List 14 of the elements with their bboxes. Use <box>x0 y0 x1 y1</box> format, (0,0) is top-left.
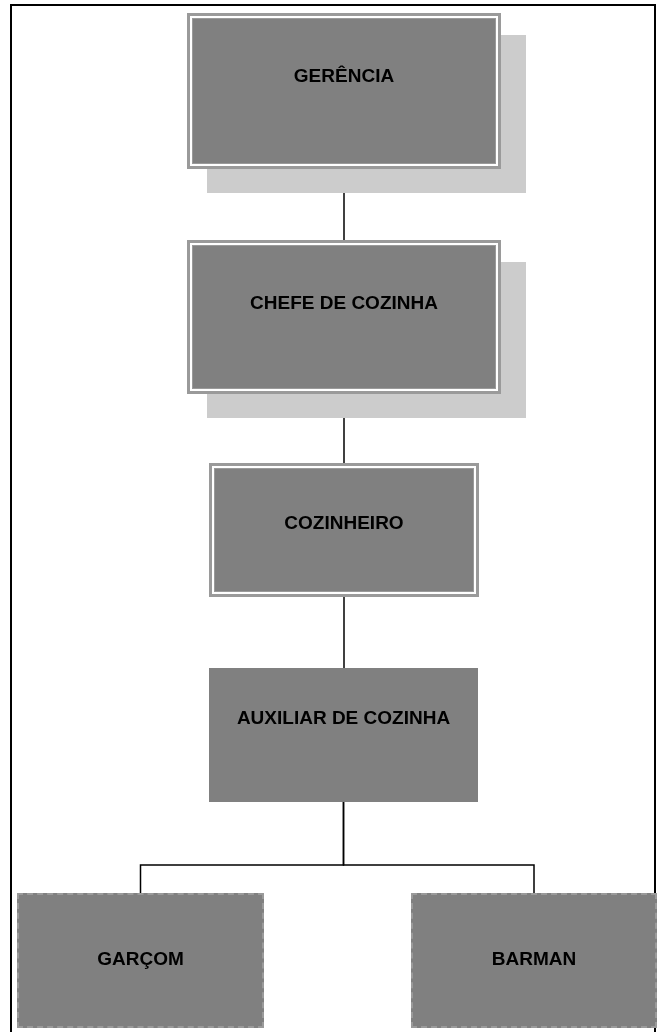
role-label: AUXILIAR DE COZINHA <box>235 706 452 729</box>
connector-line <box>343 596 345 669</box>
role-label: COZINHEIRO <box>283 511 405 534</box>
role-label: BARMAN <box>490 947 578 970</box>
role-label: GARÇOM <box>96 947 185 970</box>
org-box <box>411 893 657 1028</box>
connector-line <box>342 801 535 894</box>
role-label: CHEFE DE COZINHA <box>249 291 439 314</box>
org-box <box>209 463 479 597</box>
role-label: GERÊNCIA <box>292 64 396 87</box>
org-box <box>187 240 501 394</box>
org-box <box>209 668 478 802</box>
org-box <box>17 893 264 1028</box>
org-box <box>187 13 501 169</box>
